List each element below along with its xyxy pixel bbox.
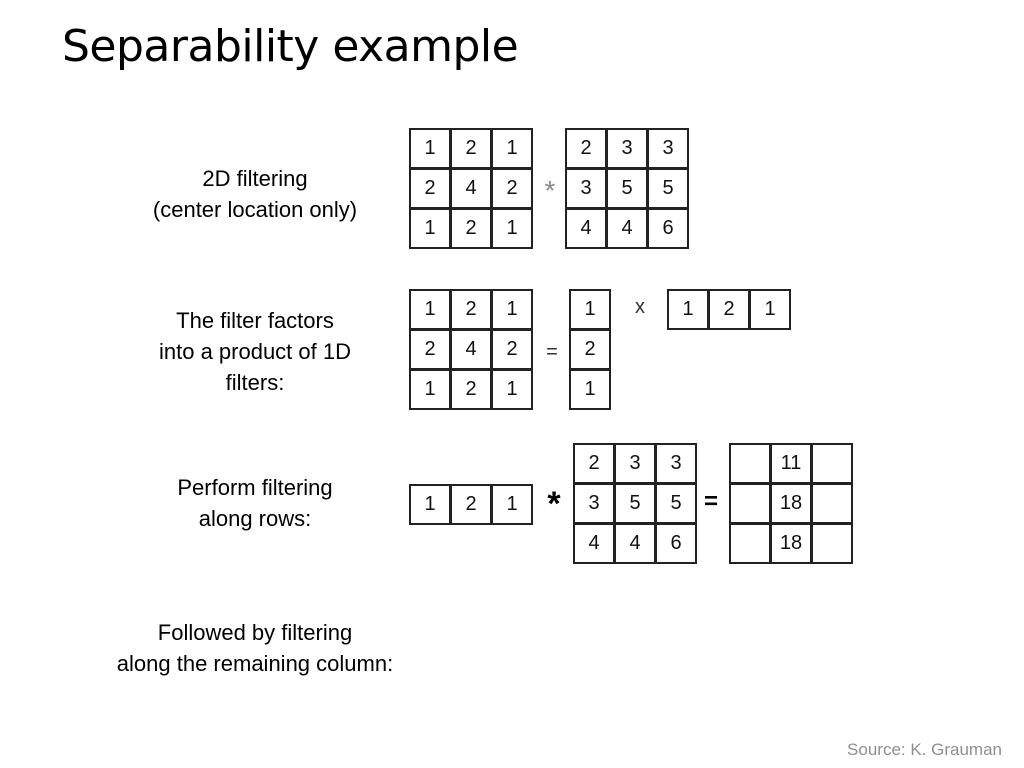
matrix-cell: 5 [608,170,646,207]
matrix-cell: 2 [452,371,490,408]
matrix-cell [813,525,851,562]
matrix-cell: 1 [493,210,531,247]
matrix-cell: 3 [567,170,605,207]
matrix-cell: 1 [493,130,531,167]
matrix-cell: 1 [669,291,707,328]
matrix-cell: 18 [772,525,810,562]
matrix-cell: 1 [411,371,449,408]
matrix-cell: 2 [571,331,609,368]
matrix-cell: 1 [571,291,609,328]
caption-filter-factors: The filter factors into a product of 1D … [95,305,415,398]
matrix-cell: 1 [493,486,531,523]
matrix-cell [813,445,851,482]
caption-line: Perform filtering [177,475,333,500]
caption-line: The filter factors [176,308,334,333]
caption-line: Followed by filtering [157,620,353,645]
matrix-cell: 4 [452,331,490,368]
matrix-cell: 1 [493,291,531,328]
matrix-cell [731,485,769,522]
matrix-cell: 2 [575,445,613,482]
matrix-cell: 3 [616,445,654,482]
caption-line: (center location only) [152,197,358,222]
matrix-cell: 6 [657,525,695,562]
operator-times: x [635,296,645,318]
matrix-cell: 3 [608,130,646,167]
caption-line: along the remaining column: [116,651,394,676]
matrix-cell: 1 [493,371,531,408]
matrix-cell: 1 [411,291,449,328]
matrix-cell [813,485,851,522]
matrix-cell: 6 [649,210,687,247]
matrix-cell: 1 [751,291,789,328]
matrix-cell: 1 [411,210,449,247]
matrix-cell: 3 [649,130,687,167]
matrix-cell: 2 [452,291,490,328]
operator-convolve-bold: * [547,485,561,523]
matrix-cell: 2 [452,130,490,167]
matrix-cell [731,445,769,482]
matrix-cell: 2 [567,130,605,167]
matrix-cell: 2 [493,170,531,207]
matrix-cell [731,525,769,562]
matrix-cell: 1 [411,130,449,167]
matrix-cell: 4 [452,170,490,207]
caption-filter-column: Followed by filtering along the remainin… [95,617,415,679]
source-credit: Source: K. Grauman [847,740,1002,759]
matrix-cell: 4 [567,210,605,247]
matrix-cell: 18 [772,485,810,522]
matrix-cell: 5 [616,485,654,522]
matrix-cell: 2 [452,210,490,247]
slide-title: Separability example [62,21,519,72]
matrix-cell: 5 [649,170,687,207]
matrix-cell: 4 [616,525,654,562]
caption-2d-filtering: 2D filtering (center location only) [95,163,415,225]
matrix-cell: 2 [411,331,449,368]
caption-line: along rows: [198,506,312,531]
matrix-cell: 3 [575,485,613,522]
caption-line: into a product of 1D [158,339,351,364]
operator-equals-bold: = [703,488,718,515]
caption-line: filters: [225,370,285,395]
matrix-cell: 3 [657,445,695,482]
matrix-cell: 2 [710,291,748,328]
matrix-cell: 2 [452,486,490,523]
caption-line: 2D filtering [202,166,308,191]
operator-convolve: * [544,175,556,206]
matrix-cell: 1 [571,371,609,408]
operator-equals: = [546,341,558,363]
matrix-cell: 5 [657,485,695,522]
matrix-cell: 11 [772,445,810,482]
matrix-cell: 4 [575,525,613,562]
matrix-cell: 2 [411,170,449,207]
matrix-cell: 2 [493,331,531,368]
matrix-cell: 1 [411,486,449,523]
caption-filter-rows: Perform filtering along rows: [95,472,415,534]
matrix-cell: 4 [608,210,646,247]
